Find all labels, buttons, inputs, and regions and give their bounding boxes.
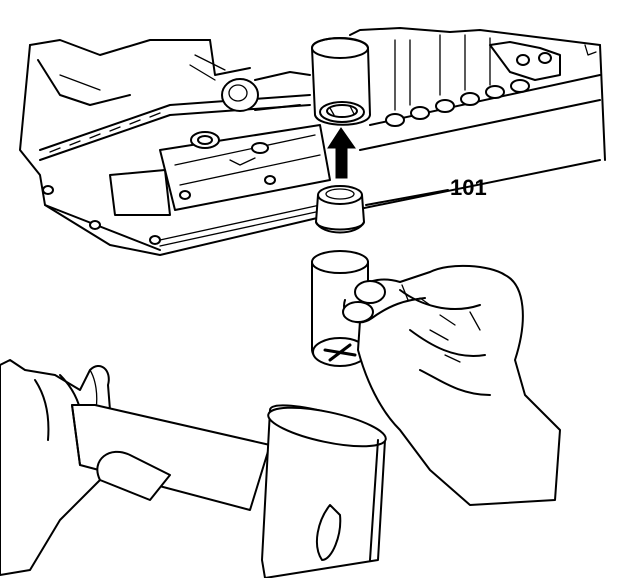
callout-label-101: 101 (450, 175, 487, 200)
install-direction-arrow (327, 127, 356, 179)
seal-plug-101 (315, 185, 365, 234)
callout-101: 101 (365, 175, 487, 206)
right-hand (342, 264, 561, 506)
installer-tool (311, 250, 369, 367)
transmission-case (19, 27, 606, 256)
hammer (71, 404, 387, 578)
